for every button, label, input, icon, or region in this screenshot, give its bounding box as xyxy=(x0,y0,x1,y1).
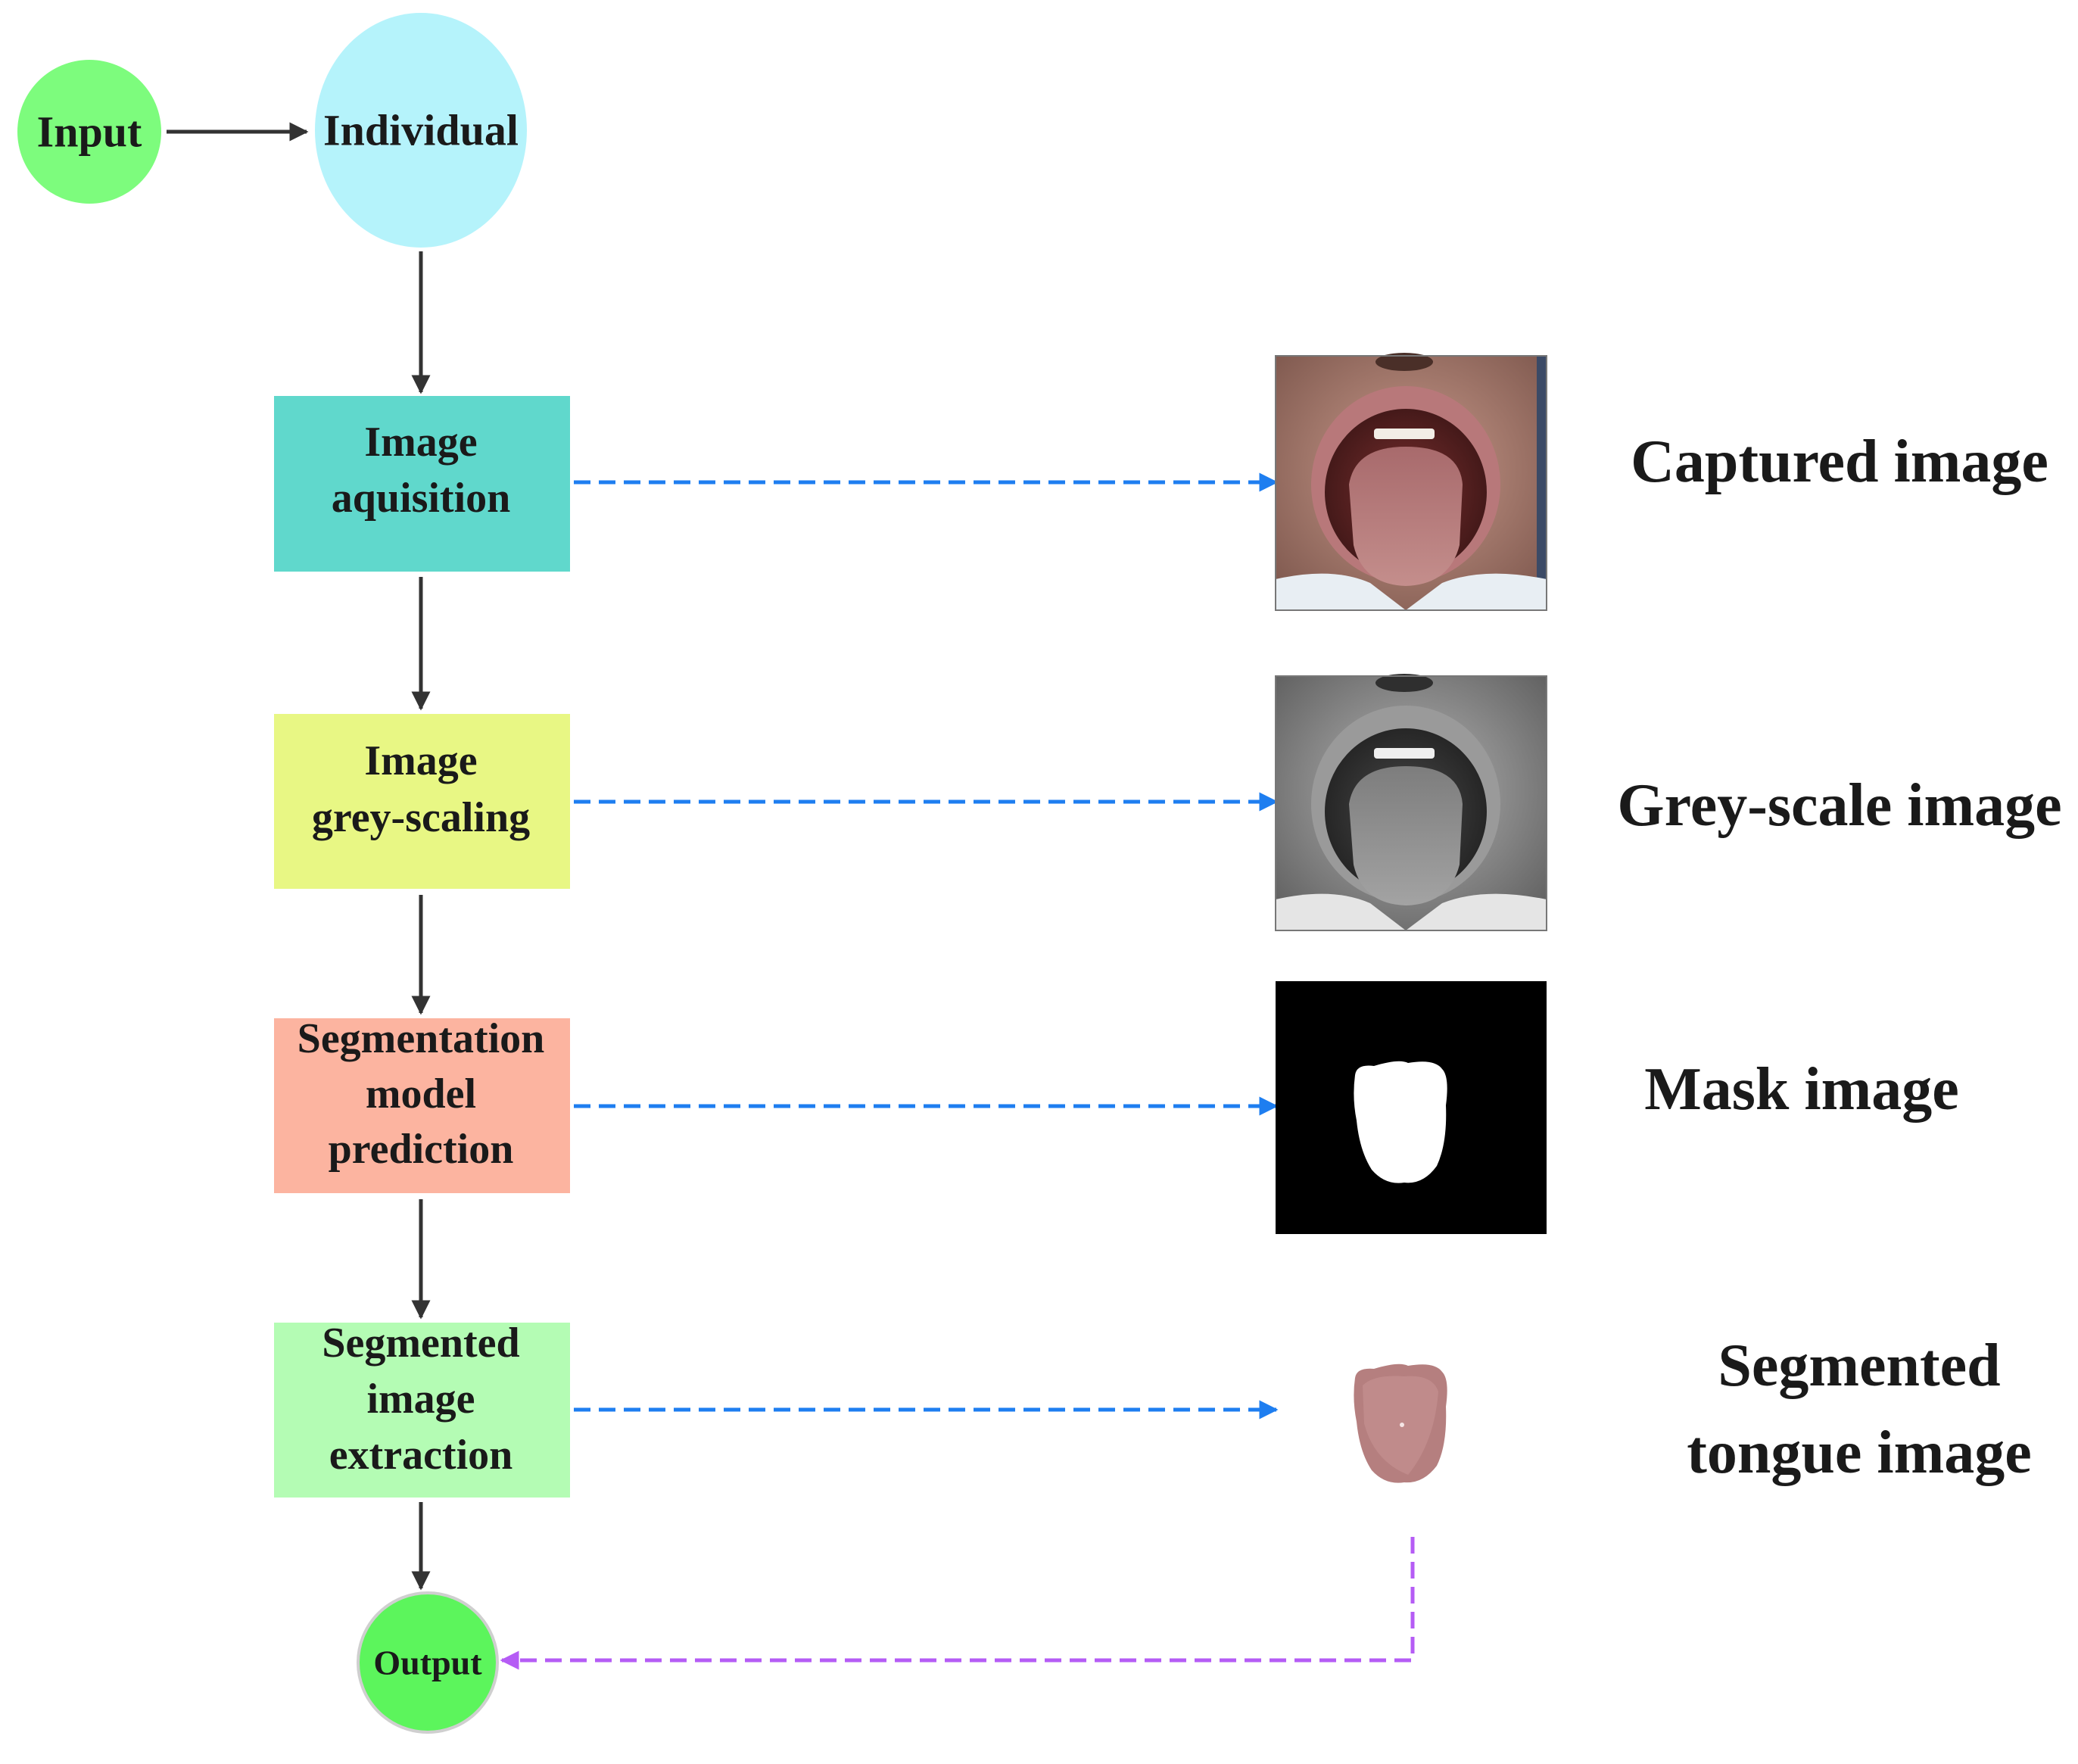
individual-node: Individual xyxy=(315,13,527,248)
captured-image xyxy=(1275,353,1547,611)
segmentation-label-line-1: Segmentation xyxy=(298,1015,545,1062)
input-node: Input xyxy=(17,60,161,204)
segmentation-label-line-3: prediction xyxy=(329,1126,514,1173)
acquisition-label-line-2: aquisition xyxy=(332,475,511,522)
greyscaling-label-line-2: grey-scaling xyxy=(312,794,530,841)
greyscaling-label-line-1: Image xyxy=(364,737,477,784)
extraction-label-line-1: Segmented xyxy=(322,1320,519,1367)
caption-segmented-line-1: Segmented xyxy=(1718,1332,2000,1399)
extraction-node: Segmented image extraction xyxy=(274,1320,570,1498)
dashed-arrows xyxy=(500,472,1415,1670)
input-label: Input xyxy=(37,108,142,157)
caption-greyscale-image: Grey-scale image xyxy=(1617,772,2061,839)
segmentation-label-line-2: model xyxy=(366,1071,476,1117)
caption-segmented-line-2: tongue image xyxy=(1687,1420,2032,1486)
caption-captured-image: Captured image xyxy=(1631,429,2048,495)
segmented-tongue-image xyxy=(1354,1364,1447,1483)
individual-label: Individual xyxy=(323,106,519,155)
mask-image xyxy=(1276,981,1547,1234)
acquisition-label-line-1: Image xyxy=(364,419,477,466)
greyscaling-node: Image grey-scaling xyxy=(274,714,570,889)
flow-arrows xyxy=(167,122,431,1591)
greyscale-image xyxy=(1275,674,1547,931)
extraction-label-line-2: image xyxy=(366,1376,475,1423)
dashed-arrow-to-output xyxy=(500,1537,1415,1670)
segmentation-node: Segmentation model prediction xyxy=(274,1015,570,1193)
acquisition-node: Image aquisition xyxy=(274,396,570,572)
output-node: Output xyxy=(357,1591,499,1734)
extraction-label-line-3: extraction xyxy=(329,1432,513,1479)
caption-mask-image: Mask image xyxy=(1644,1056,1959,1123)
output-label: Output xyxy=(373,1644,482,1682)
